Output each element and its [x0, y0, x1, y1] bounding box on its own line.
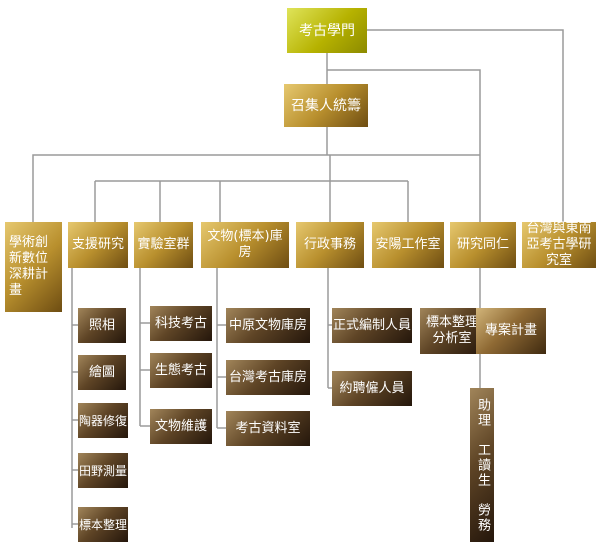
unit-taiwan-se-asia-label: 台灣與東南亞考古學研究室	[526, 221, 592, 268]
unit-anyang: 安陽工作室	[372, 222, 444, 268]
admin-item-contract-staff: 約聘僱人員	[332, 371, 412, 406]
support-item-specimen-sorting: 標本整理	[78, 507, 128, 542]
unit-admin: 行政事務	[296, 222, 364, 268]
storage-item-central-plains: 中原文物庫房	[226, 308, 310, 343]
lab-item-conservation: 文物維護	[150, 409, 212, 444]
colleague-item-staff: 助理 工讀生 勞務	[470, 388, 494, 542]
unit-laboratories: 實驗室群	[134, 222, 193, 268]
storage-item-taiwan: 台灣考古庫房	[226, 360, 310, 395]
colleague-item-specimen-room-label: 標本整理分析室	[426, 315, 479, 346]
support-item-photography: 照相	[78, 308, 126, 343]
unit-support-research: 支援研究	[68, 222, 128, 268]
unit-taiwan-se-asia: 台灣與東南亞考古學研究室	[522, 221, 596, 268]
unit-digital-innovation-label: 學術創新數位深耕計畫	[9, 235, 49, 298]
unit-colleagues: 研究同仁	[450, 222, 516, 268]
support-item-field-survey: 田野測量	[78, 453, 128, 488]
convener-node: 召集人統籌	[284, 84, 368, 127]
lab-item-ecological-archaeology: 生態考古	[150, 353, 212, 388]
root-node: 考古學門	[287, 8, 367, 53]
colleague-item-specimen-room: 標本整理分析室	[420, 308, 484, 354]
support-item-pottery-repair: 陶器修復	[78, 403, 128, 438]
storage-item-archive: 考古資料室	[226, 411, 310, 446]
support-item-drawing: 繪圖	[78, 355, 126, 390]
unit-storage: 文物(標本)庫房	[201, 222, 289, 268]
colleague-item-projects: 專案計畫	[476, 308, 546, 354]
unit-digital-innovation: 學術創新數位深耕計畫	[5, 222, 62, 312]
admin-item-regular-staff: 正式編制人員	[332, 308, 412, 343]
lab-item-archaeometry: 科技考古	[150, 306, 212, 341]
